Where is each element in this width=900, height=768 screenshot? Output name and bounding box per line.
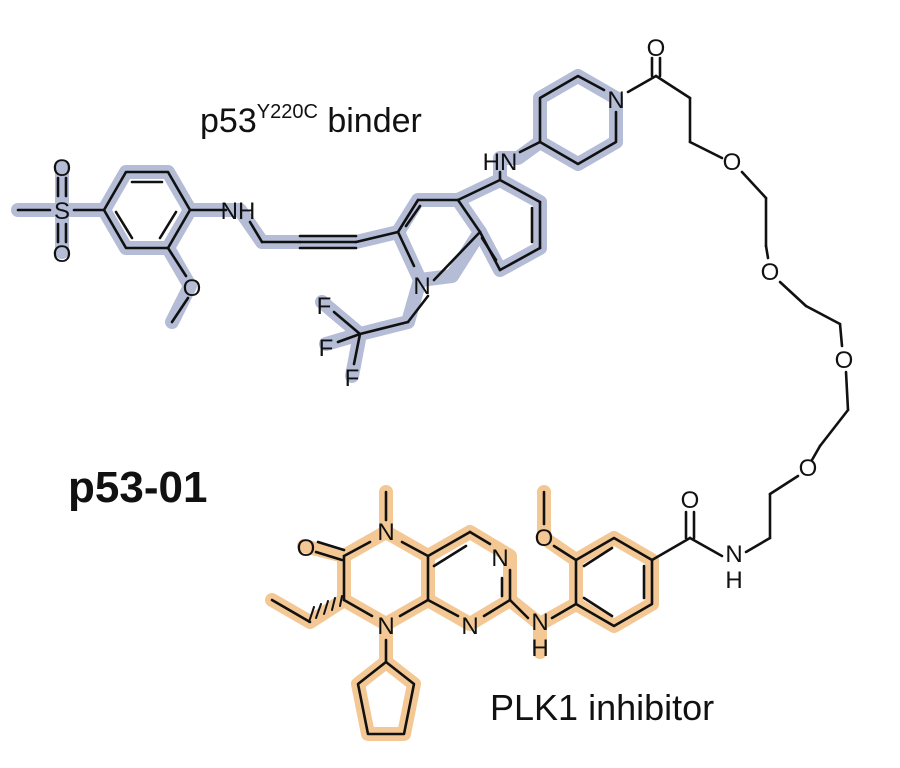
atom-o-amide: O: [681, 487, 700, 514]
atom-n-amide: N: [725, 541, 742, 568]
atom-o-sulfonyl-bottom: O: [53, 241, 72, 268]
atom-n-pyrimidine-bottom: N: [461, 613, 478, 640]
atom-n-cyclopentyl: N: [377, 613, 394, 640]
atom-h-amide: H: [725, 567, 742, 594]
atom-nh-linker: NH: [221, 198, 256, 225]
binder-label-suffix: binder: [327, 102, 422, 140]
atom-o-methoxy-a: O: [183, 275, 202, 302]
atom-n-piperidine: N: [607, 87, 624, 114]
atom-o-sulfonyl-top: O: [53, 155, 72, 182]
atom-f-2: F: [319, 335, 334, 362]
atom-n-indole: N: [413, 273, 430, 300]
atom-o-ether-4: O: [799, 455, 818, 482]
binder-label-space: [318, 102, 327, 140]
atom-h-aniline: H: [531, 635, 548, 662]
atom-f-1: F: [317, 293, 332, 320]
binder-label-prefix: p53: [200, 102, 257, 140]
atom-hn-amine: HN: [483, 149, 518, 176]
atom-o-ether-3: O: [835, 347, 854, 374]
inhibitor-label: PLK1 inhibitor: [490, 687, 714, 728]
atom-o-lactam: O: [297, 535, 316, 562]
bond-lines: [16, 56, 850, 736]
atom-o-carbonyl-top: O: [647, 35, 666, 62]
atom-n-aniline: N: [531, 609, 548, 636]
atom-labels: S O O O NH N HN N O O O O O O N H F F F …: [53, 35, 854, 662]
atom-s-sulfonyl: S: [54, 198, 70, 225]
atom-n-pyrimidine-top: N: [491, 545, 508, 572]
binder-label-superscript: Y220C: [257, 101, 318, 123]
atom-o-ether-2: O: [761, 259, 780, 286]
compound-name: p53-01: [68, 463, 207, 512]
atom-o-ether-1: O: [723, 149, 742, 176]
atom-f-3: F: [345, 365, 360, 392]
atom-n-methyl: N: [377, 519, 394, 546]
atom-o-methoxy-b: O: [535, 525, 554, 552]
binder-label: p53Y220C binder: [200, 101, 422, 140]
